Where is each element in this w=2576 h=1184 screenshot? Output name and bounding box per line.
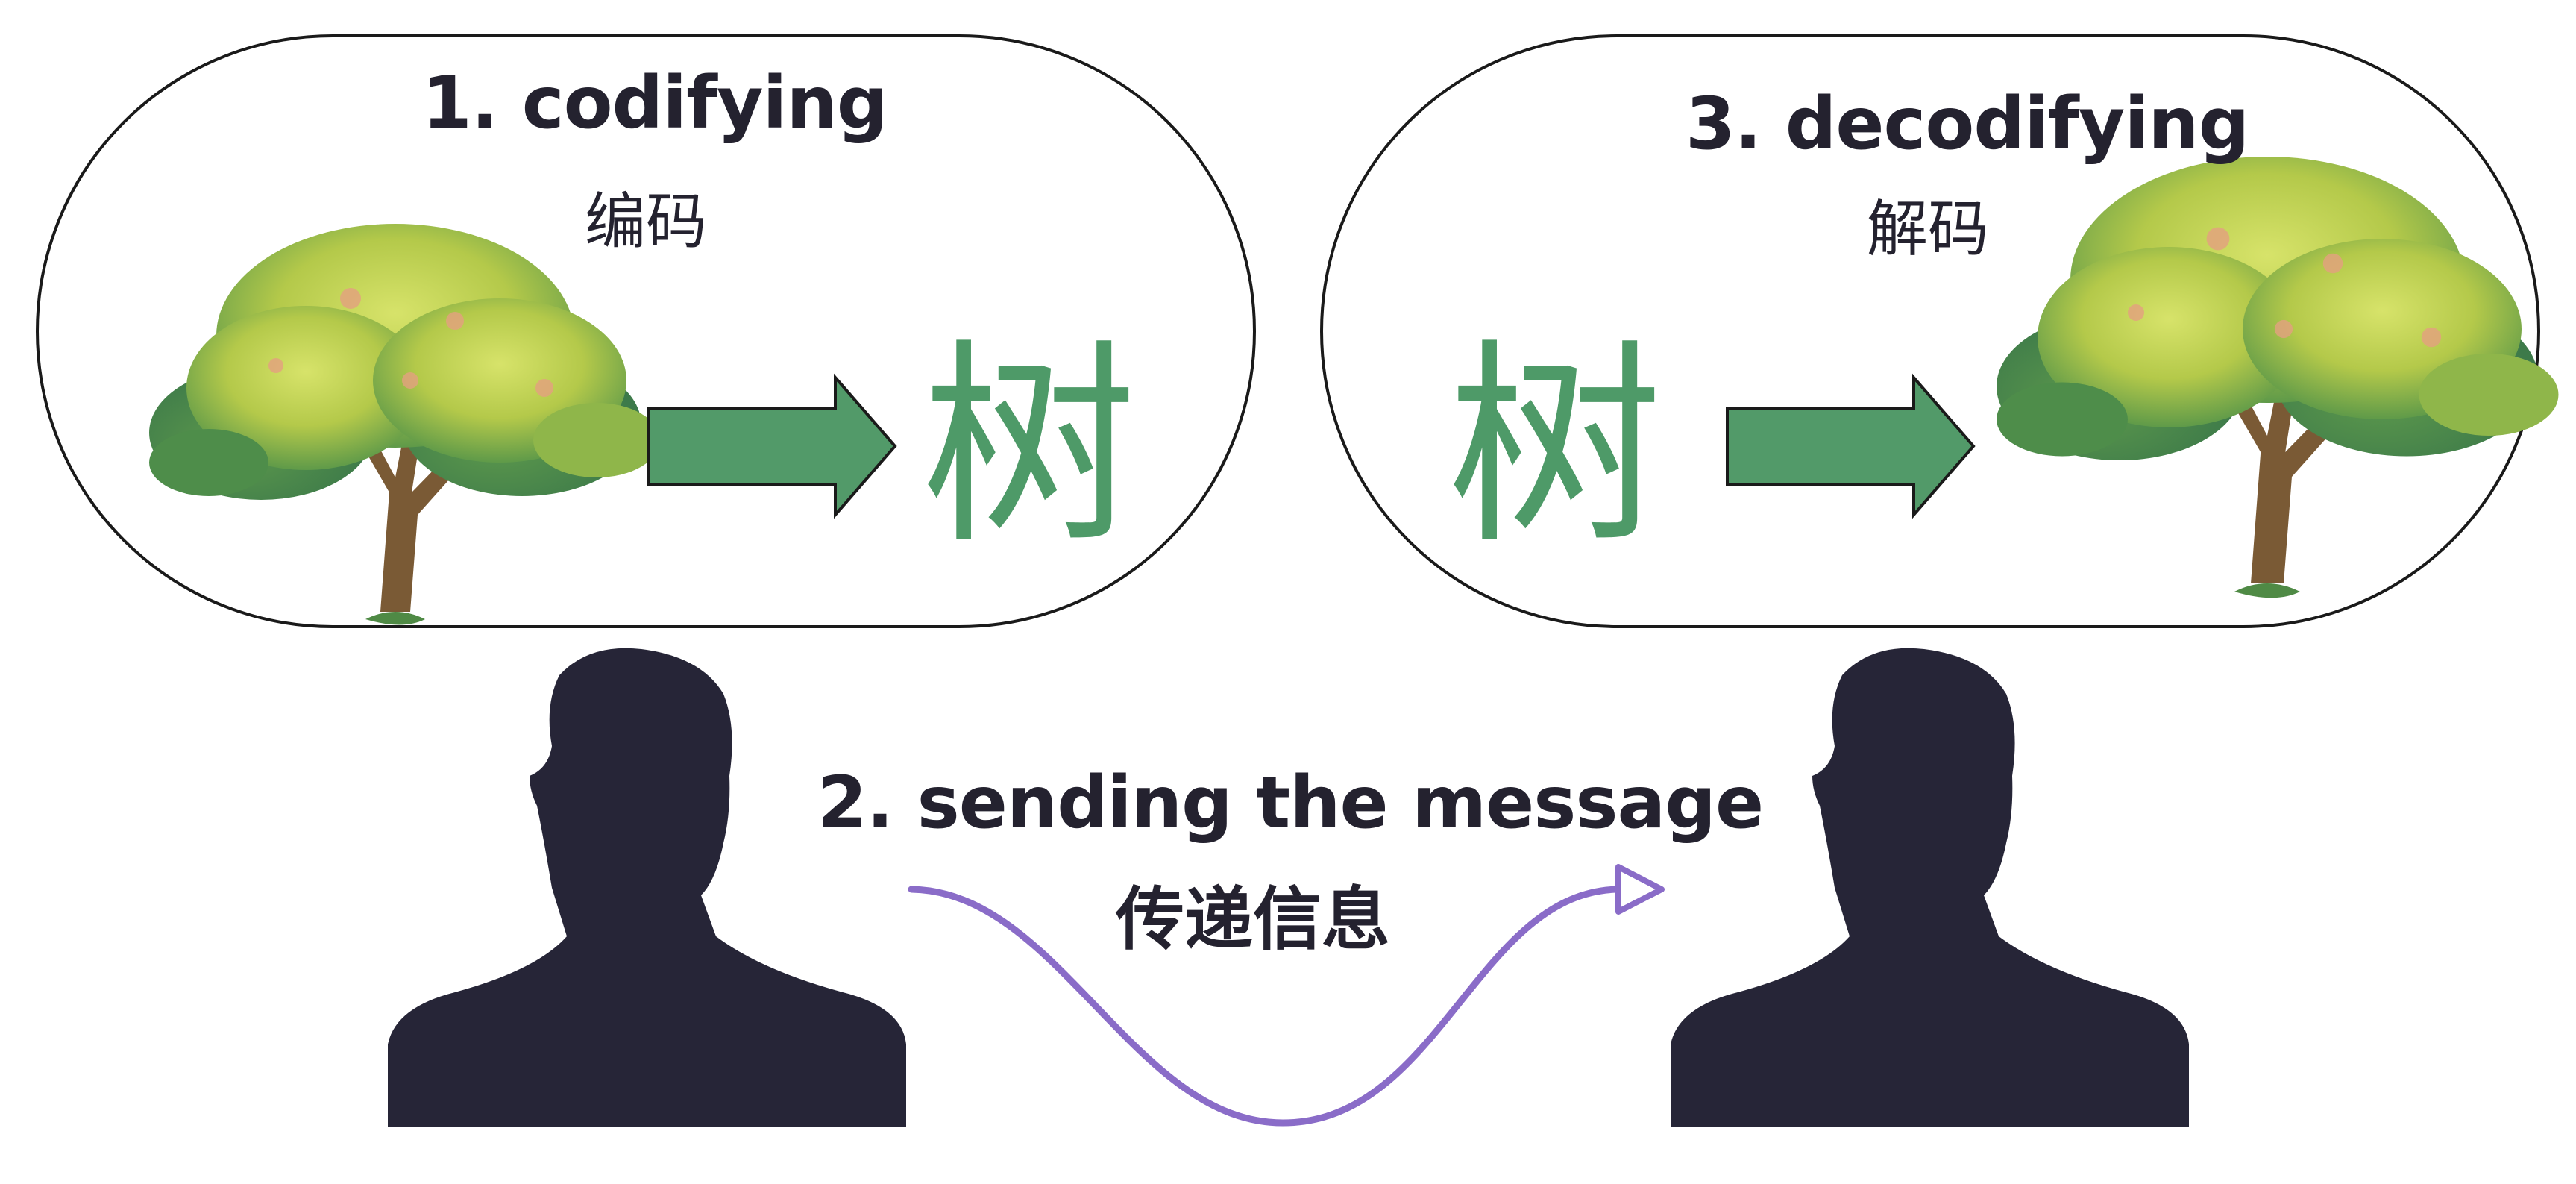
decodify-glyph: 树 bbox=[1447, 322, 1663, 573]
codifying-title: 1. codifying bbox=[422, 61, 888, 145]
sending-title: 2. sending the message bbox=[817, 761, 1764, 845]
decodifying-title: 3. decodifying bbox=[1686, 82, 2249, 166]
tree-icon bbox=[1997, 157, 2559, 598]
codify-glyph: 树 bbox=[921, 322, 1137, 573]
transmission-path bbox=[908, 886, 1622, 1127]
sending-subtitle: 传递信息 bbox=[1115, 880, 1390, 959]
decodifying-subtitle: 解码 bbox=[1866, 194, 1989, 265]
codify-arrow-icon bbox=[647, 373, 897, 519]
tree-icon bbox=[149, 224, 660, 625]
person-silhouette-icon bbox=[388, 648, 906, 1127]
codifying-subtitle: 编码 bbox=[584, 187, 707, 257]
person-silhouette-icon bbox=[1671, 648, 2189, 1127]
transmission-arrowhead-icon bbox=[1615, 864, 1665, 915]
decodify-arrow-icon bbox=[1726, 373, 1976, 519]
